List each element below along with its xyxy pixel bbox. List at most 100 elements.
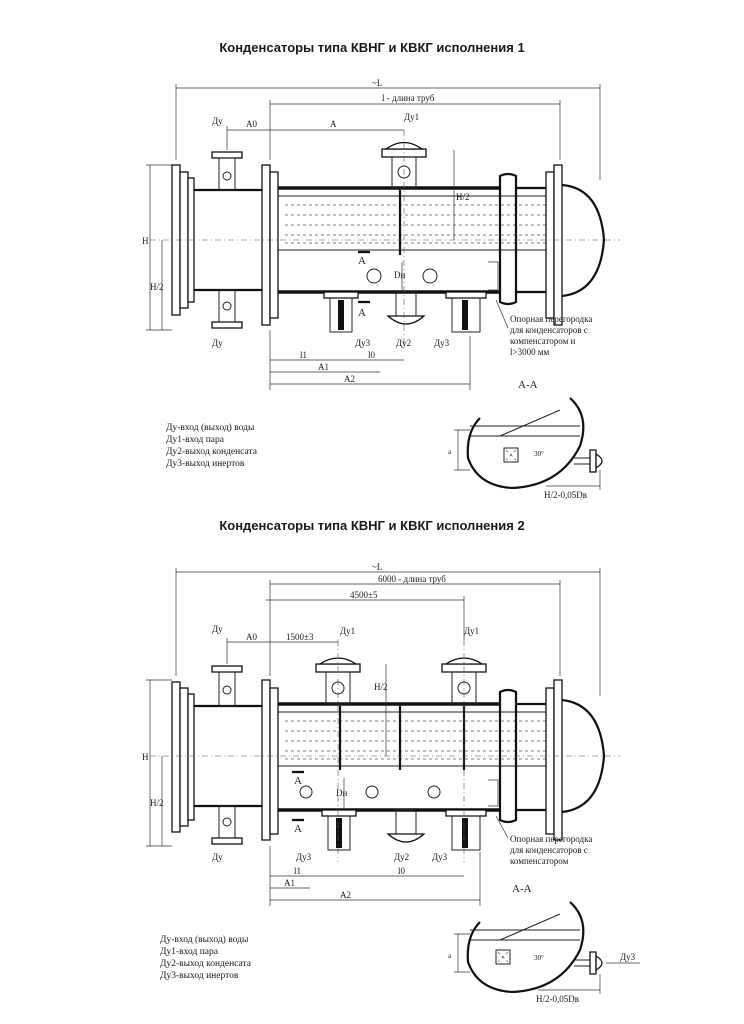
- label-du3-left-v1: Ду3: [355, 338, 371, 348]
- note-partition-v2-line1: Опорная перегородка: [510, 834, 592, 844]
- du3-right-flange-v1: [445, 291, 487, 299]
- label-du2-v1: Ду2: [396, 338, 411, 348]
- label-A1-v2: A1: [284, 878, 295, 888]
- section-nozzle-flange-v1: [589, 449, 597, 473]
- shell-right-v1: [516, 186, 546, 294]
- title-variant-1: Конденсаторы типа КВНГ и КВКГ исполнения…: [219, 40, 525, 55]
- tube-bundle-v2: [278, 711, 560, 767]
- legend-item: Ду3-выход инертов: [166, 459, 245, 469]
- dim-a-v1: [454, 429, 470, 471]
- section-title-v2: А-А: [512, 883, 532, 895]
- du3-left-flange-v1: [323, 291, 359, 299]
- section-shell-v2: [466, 901, 585, 994]
- label-l0-v1: l0: [368, 350, 376, 360]
- section-box-hatch-v2: [497, 951, 509, 963]
- legend-variant-2: Ду-вход (выход) воды Ду1-вход пара Ду2-в…: [160, 934, 251, 982]
- section-angle-line-v1: [499, 409, 561, 437]
- section-box-hatch-v1: [505, 449, 517, 461]
- label-section-mark-top-v2: A: [294, 775, 302, 787]
- dim-A2-v1: [269, 330, 471, 390]
- centerlines-du1-v2: [337, 640, 465, 862]
- dim-A0-v2: [226, 638, 266, 664]
- section-nozzle-flange-v2: [589, 951, 597, 975]
- section-nozzle-pipe-v1: [574, 457, 590, 465]
- du1-right-cap-v2: [443, 657, 485, 665]
- label-section-du3-v2: Ду3: [620, 952, 636, 962]
- sight-port-left-v2: [299, 785, 313, 799]
- label-A2-v1: A2: [344, 374, 355, 384]
- du2-flange-v2: [386, 833, 426, 843]
- label-du3-left-v2: Ду3: [296, 852, 312, 862]
- label-1500-v2: 1500±3: [286, 632, 314, 642]
- du1-left-cap-v2: [317, 657, 359, 665]
- label-A0-v1: A0: [246, 119, 257, 129]
- tubesheet-left-v2: [261, 679, 271, 841]
- label-section-mark-bottom-v1: A: [358, 307, 366, 319]
- du-bottom-circle-v2: [222, 817, 232, 827]
- legend-item: Ду3-выход инертов: [160, 971, 239, 981]
- label-l0-v2: l0: [398, 866, 406, 876]
- label-A1-v1: A1: [318, 362, 329, 372]
- tubesheet-left-flange-v2: [269, 687, 279, 835]
- label-L-v2: ~L: [372, 562, 382, 572]
- du-top-pipe-v2: [218, 671, 236, 707]
- drawing-variant-2: ~L 6000 - длина труб 4500±5 Ду A0 1500±3…: [142, 562, 640, 1004]
- dim-A0-v1: [226, 126, 262, 150]
- label-4500-v2: 4500±5: [350, 590, 378, 600]
- label-tube-length-v2: 6000 - длина труб: [378, 574, 446, 584]
- legend-variant-1: Ду-вход (выход) воды Ду1-вход пара Ду2-в…: [166, 422, 257, 470]
- section-detail-v1: a 30° H/2-0,05Dв: [448, 397, 603, 500]
- partition-leader-v2: [495, 815, 509, 839]
- label-H2-v2: H/2: [150, 798, 164, 808]
- tubesheet-right-flange-v2: [553, 679, 563, 841]
- label-du3-right-v2: Ду3: [432, 852, 448, 862]
- label-du-top-v2: Ду: [212, 624, 223, 634]
- du2-pipe-v1: [395, 291, 417, 317]
- right-head-v2: [561, 698, 606, 814]
- section-nozzle-cap-v2: [595, 954, 603, 972]
- sight-port-mid-v2: [365, 785, 379, 799]
- label-du3-right-v1: Ду3: [434, 338, 450, 348]
- du-top-pipe-v1: [218, 157, 236, 191]
- tubesheet-right-flange-v1: [553, 164, 563, 326]
- label-du1-left-v2: Ду1: [340, 626, 355, 636]
- section-box-v1: [503, 447, 519, 463]
- tube-lines-v2: [285, 720, 555, 760]
- du-bottom-flange-v1: [211, 321, 243, 329]
- section-tubes-v2: [470, 929, 580, 941]
- tube-lines-v1: [285, 204, 555, 244]
- label-A-v1: A: [330, 119, 337, 129]
- dim-H-v2: [146, 679, 172, 847]
- tubesheet-left-flange-v1: [269, 171, 279, 319]
- label-a-v2: a: [448, 952, 452, 960]
- section-nozzle-cap-v1: [595, 452, 603, 470]
- compensator-v2: [498, 688, 518, 824]
- dim-tube-v2: [269, 580, 561, 676]
- cover-plate-v2: [171, 681, 181, 833]
- label-l1-v1: l1: [300, 350, 307, 360]
- cover-ring-v2: [187, 693, 195, 821]
- section-arrows-v2: [292, 770, 304, 822]
- dim-L-v1: [175, 84, 601, 180]
- label-du-bottom-v2: Ду: [212, 852, 223, 862]
- label-du1-right-v2: Ду1: [464, 626, 479, 636]
- section-angle-line-v2: [499, 913, 561, 941]
- note-partition-v2-line2: для конденсаторов с: [510, 845, 588, 855]
- partition-leader-v1: [495, 299, 509, 329]
- label-Dn-v1: Dн: [394, 270, 405, 280]
- label-du2-v2: Ду2: [394, 852, 409, 862]
- label-A2-v2: A2: [340, 890, 351, 900]
- dim-section-v2: [538, 974, 601, 994]
- legend-item: Ду1-вход пара: [160, 947, 218, 957]
- dim-A2-v2: [269, 846, 481, 906]
- dim-H-v1: [146, 164, 172, 331]
- legend-item: Ду2-выход конденсата: [166, 447, 257, 457]
- tubesheet-left-v1: [261, 164, 271, 326]
- sight-port-right-v2: [427, 785, 441, 799]
- section-detail-v2: a 30° Ду3 H/2-0,05Dв: [448, 901, 640, 1004]
- label-H2-v1: H/2: [150, 282, 164, 292]
- cover-flange-v2: [179, 687, 189, 827]
- section-nozzle-pipe-v2: [574, 959, 590, 967]
- tubesheet-right-v2: [545, 687, 555, 835]
